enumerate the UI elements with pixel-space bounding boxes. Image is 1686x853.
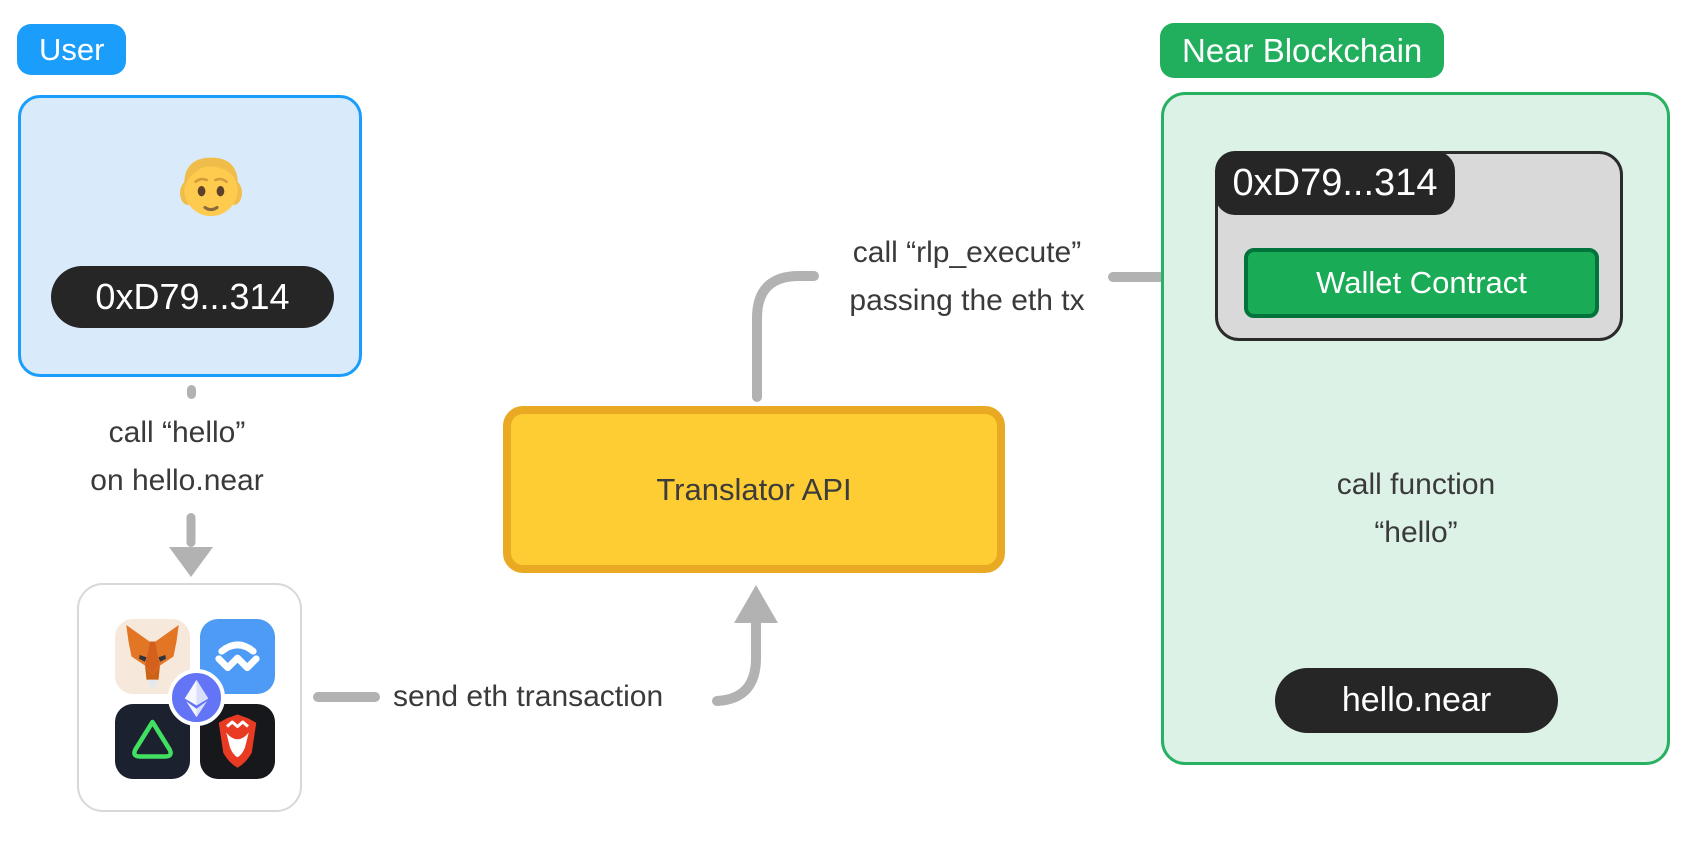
user-card: 0xD79...314 bbox=[18, 95, 362, 377]
translator-api-label: Translator API bbox=[656, 471, 852, 507]
ethereum-icon bbox=[168, 669, 225, 726]
user-address-pill: 0xD79...314 bbox=[51, 266, 334, 328]
send-eth-label: send eth transaction bbox=[393, 680, 664, 713]
wallet-contract-container: 0xD79...314 Wallet Contract bbox=[1215, 151, 1623, 341]
translator-api-box: Translator API bbox=[503, 406, 1005, 573]
call-hello-label: call “hello” on hello.near bbox=[90, 416, 264, 497]
user-badge: User bbox=[17, 24, 127, 75]
wallet-contract-label: Wallet Contract bbox=[1316, 265, 1527, 300]
dot-connector bbox=[187, 385, 196, 399]
call-function-label: call function “hello” bbox=[1336, 468, 1496, 549]
near-blockchain-card: 0xD79...314 Wallet Contract call functio… bbox=[1161, 92, 1670, 765]
near-blockchain-badge: Near Blockchain bbox=[1160, 23, 1445, 78]
rlp-execute-label: call “rlp_execute” passing the eth tx bbox=[849, 236, 1085, 317]
wallet-contract-box: Wallet Contract bbox=[1244, 248, 1599, 318]
hello-near-pill: hello.near bbox=[1275, 668, 1558, 733]
brave-icon bbox=[200, 704, 275, 779]
wallets-card bbox=[77, 583, 302, 812]
near-address-pill: 0xD79...314 bbox=[1215, 151, 1455, 215]
person-icon bbox=[168, 143, 254, 229]
